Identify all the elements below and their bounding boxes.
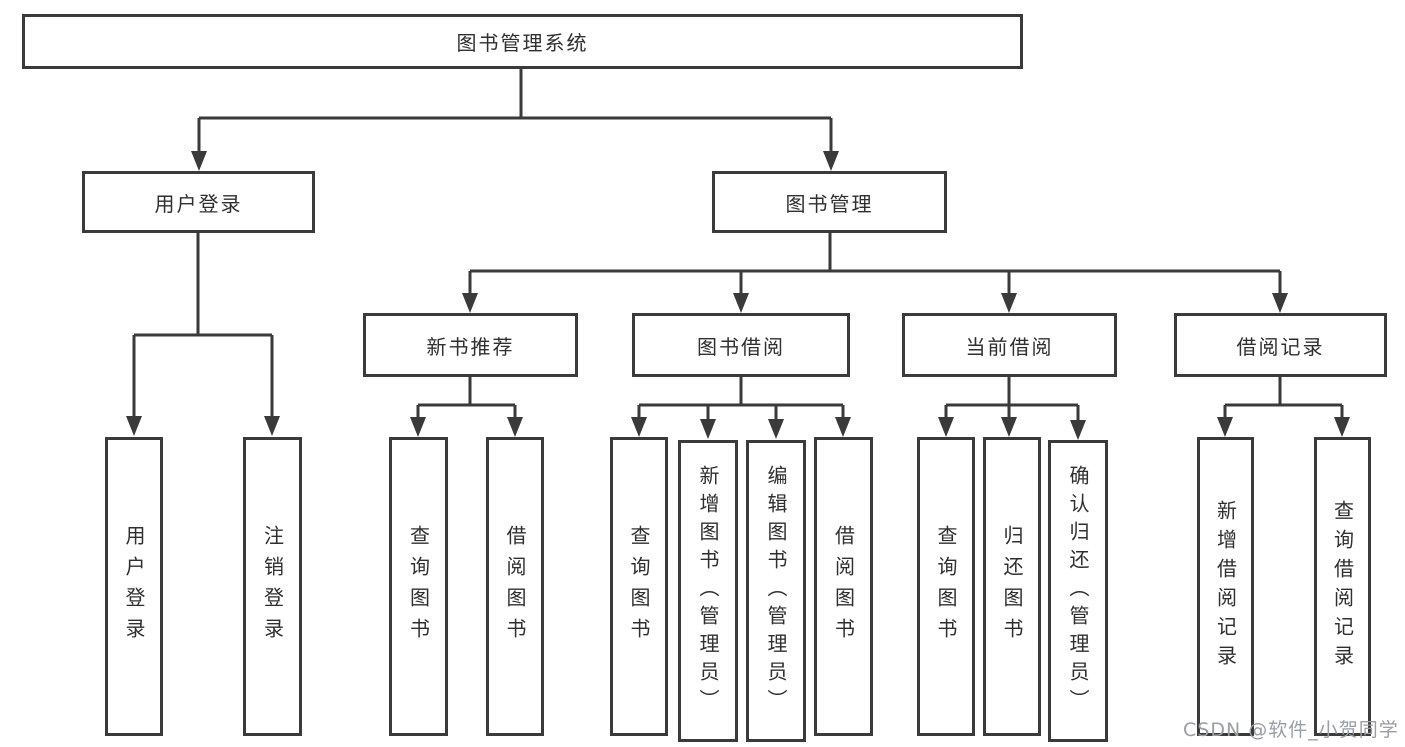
leaf-borrow-books-2-label: 借阅图书 (831, 524, 856, 649)
leaf-logout-label: 注销登录 (260, 524, 285, 649)
leaf-query-books-1-label: 查询图书 (406, 524, 431, 649)
node-book-mgmt: 图书管理 (712, 171, 947, 233)
node-borrow-records-label: 借阅记录 (1236, 334, 1325, 359)
leaf-confirm-return-admin: 确认归还（管理员） (1048, 440, 1108, 742)
leaf-borrow-books-1-label: 借阅图书 (503, 524, 527, 649)
leaf-user-login: 用户登录 (105, 437, 163, 736)
leaf-confirm-return-admin-label: 确认归还（管理员） (1066, 465, 1090, 717)
leaf-borrow-books-1: 借阅图书 (486, 437, 544, 736)
leaf-query-books-3: 查询图书 (917, 437, 975, 736)
leaf-query-borrow-record-label: 查询借阅记录 (1330, 499, 1355, 674)
leaf-query-books-3-label: 查询图书 (934, 524, 958, 649)
node-book-borrow-label: 图书借阅 (697, 334, 785, 359)
leaf-query-books-1: 查询图书 (389, 437, 448, 736)
node-current-borrow: 当前借阅 (902, 313, 1117, 377)
leaf-add-borrow-record-label: 新增借阅记录 (1213, 499, 1238, 674)
leaf-return-book: 归还图书 (983, 437, 1041, 736)
leaf-add-book-admin-label: 新增图书（管理员） (696, 465, 720, 717)
leaf-query-books-2: 查询图书 (610, 437, 668, 736)
node-user-login-label: 用户登录 (154, 191, 243, 216)
leaf-edit-book-admin-label: 编辑图书（管理员） (764, 465, 788, 717)
connector-user-login-to-leaves (132, 233, 274, 418)
connector-root-to-level2 (197, 69, 833, 153)
leaf-query-borrow-record: 查询借阅记录 (1314, 437, 1371, 736)
node-new-book-recommend: 新书推荐 (363, 313, 578, 377)
leaf-user-login-label: 用户登录 (122, 524, 146, 649)
node-book-mgmt-label: 图书管理 (785, 191, 874, 216)
connector-current-borrow-to-leaves (944, 377, 1080, 422)
leaf-add-book-admin: 新增图书（管理员） (678, 440, 738, 742)
leaf-return-book-label: 归还图书 (1000, 524, 1024, 649)
node-book-borrow: 图书借阅 (632, 313, 850, 377)
leaf-add-borrow-record: 新增借阅记录 (1197, 437, 1254, 736)
leaf-logout: 注销登录 (243, 437, 302, 736)
csdn-watermark: CSDN @软件_小贺同学 (1183, 719, 1399, 741)
node-current-borrow-label: 当前借阅 (965, 334, 1054, 359)
arrowheads (126, 151, 1350, 440)
connector-borrow-records-to-leaves (1223, 377, 1344, 419)
node-new-book-recommend-label: 新书推荐 (426, 334, 515, 359)
node-root: 图书管理系统 (22, 14, 1023, 69)
node-root-label: 图书管理系统 (456, 31, 589, 55)
node-user-login: 用户登录 (82, 171, 315, 233)
connector-book-borrow-to-leaves (637, 377, 845, 421)
leaf-borrow-books-2: 借阅图书 (814, 437, 873, 736)
connector-book-mgmt-to-level3 (468, 233, 1282, 294)
leaf-edit-book-admin: 编辑图书（管理员） (746, 440, 806, 742)
connector-new-book-to-leaves (416, 377, 517, 419)
leaf-query-books-2-label: 查询图书 (627, 524, 651, 649)
node-borrow-records: 借阅记录 (1174, 313, 1387, 377)
